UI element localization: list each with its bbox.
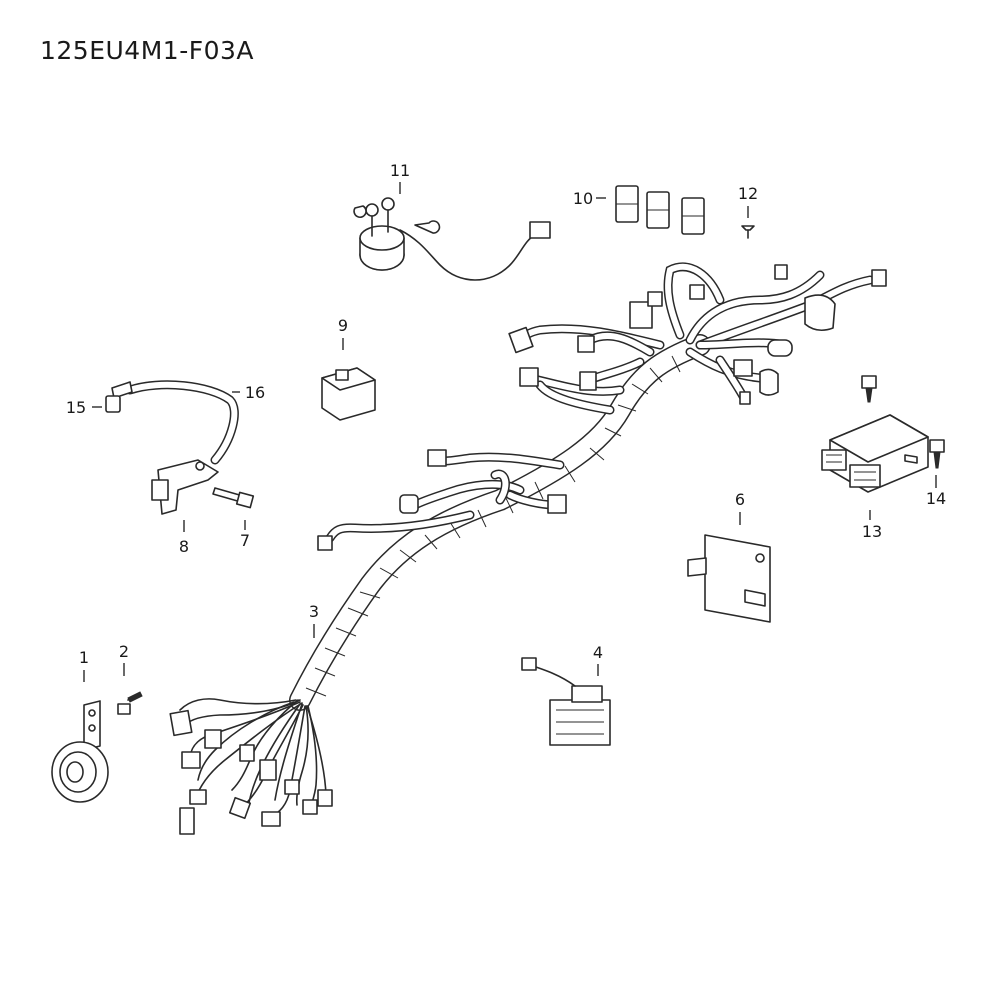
relay-set[interactable] xyxy=(615,185,705,235)
callout-9: 9 xyxy=(338,316,348,335)
callout-4: 4 xyxy=(593,643,603,662)
starter-relay[interactable] xyxy=(353,197,551,281)
callout-16: 16 xyxy=(245,383,265,402)
leader-lines xyxy=(83,182,937,682)
callout-12: 12 xyxy=(738,184,758,203)
small-screw[interactable] xyxy=(741,225,755,239)
ecu-bolt[interactable] xyxy=(929,439,945,469)
horn[interactable] xyxy=(51,700,109,803)
callout-10: 10 xyxy=(573,189,593,208)
horn-bolt[interactable] xyxy=(117,691,143,715)
callout-14: 14 xyxy=(926,489,946,508)
callout-11: 11 xyxy=(390,161,410,180)
callout-3: 3 xyxy=(309,602,319,621)
callout-2: 2 xyxy=(119,642,129,661)
callout-1: 1 xyxy=(79,648,89,667)
wiring-harness[interactable] xyxy=(169,262,887,835)
ignition-lead[interactable] xyxy=(125,380,239,465)
pickup-sensor[interactable] xyxy=(151,459,219,515)
callout-7: 7 xyxy=(240,531,250,550)
spark-plug-cap[interactable] xyxy=(105,381,133,413)
sensor-bolt[interactable] xyxy=(212,487,255,509)
callout-8: 8 xyxy=(179,537,189,556)
mounting-bracket[interactable] xyxy=(687,534,771,623)
diagram-title: 125EU4M1-F03A xyxy=(40,36,255,65)
callout-15: 15 xyxy=(66,398,86,417)
callout-labels: 1 2 3 4 6 7 8 9 10 11 12 13 14 15 16 xyxy=(66,161,946,667)
regulator-rectifier[interactable] xyxy=(521,657,611,746)
callout-13: 13 xyxy=(862,522,882,541)
ecu-upper-bolt[interactable] xyxy=(861,375,877,403)
callout-6: 6 xyxy=(735,490,745,509)
ecu-module[interactable] xyxy=(821,414,929,493)
flasher-relay[interactable] xyxy=(321,367,376,421)
